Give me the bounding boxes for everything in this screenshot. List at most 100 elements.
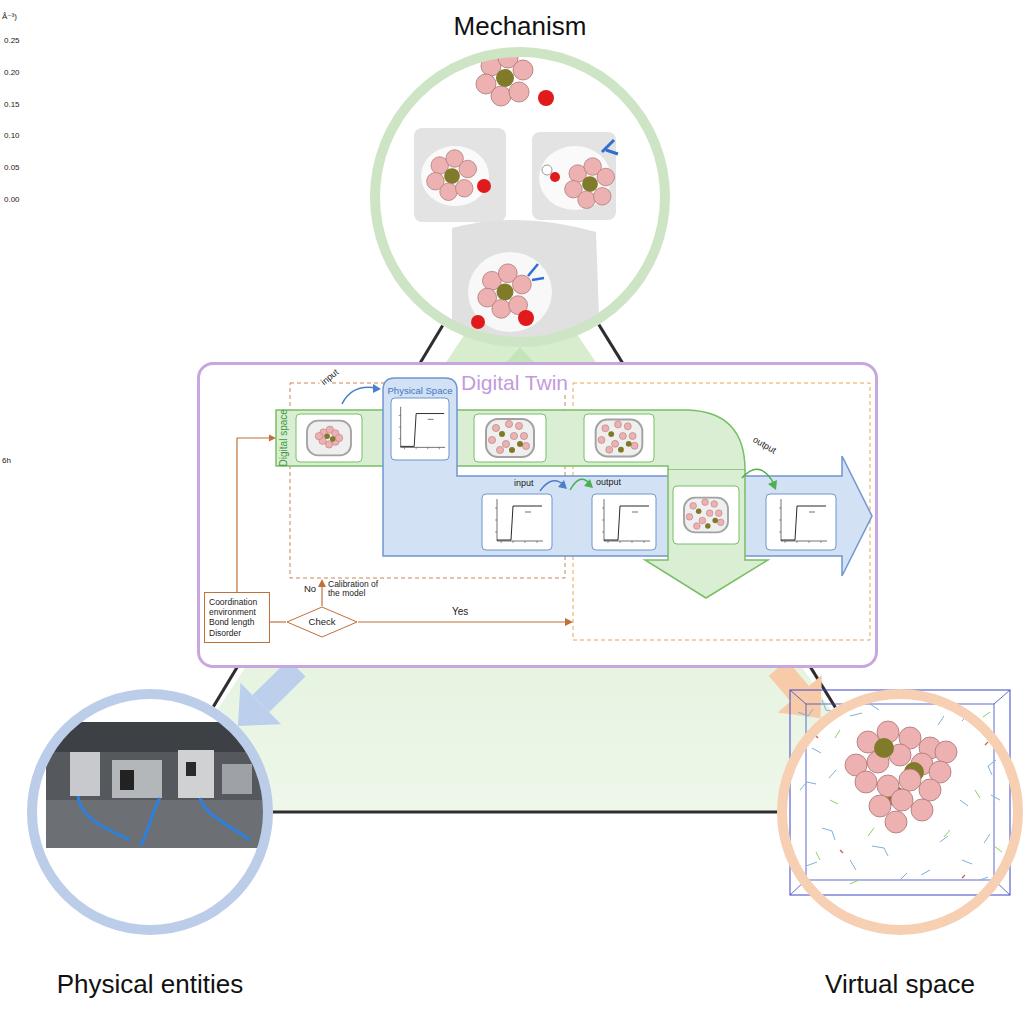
workflow-figure-part bbox=[742, 469, 774, 484]
workflow-figure-part-part bbox=[673, 486, 739, 544]
diamond-shape bbox=[287, 607, 357, 637]
simulation-box-part bbox=[815, 735, 988, 878]
mechanism-figure-part bbox=[414, 128, 506, 222]
flow-label: input bbox=[514, 478, 534, 488]
digital-space-band-text: Digital space bbox=[278, 409, 290, 466]
workflow-figure-part bbox=[596, 420, 643, 457]
criteria-box-text: Coordination environment Bond length Dis… bbox=[209, 597, 265, 638]
physical-space-band-text: Physical Space bbox=[388, 386, 453, 397]
digital-twin-panel: Digital TwinDigital space Physical SpaceC… bbox=[197, 362, 878, 668]
instrument-photo-part bbox=[120, 770, 134, 790]
workflow-figure-part bbox=[584, 479, 593, 488]
workflow-figure-part bbox=[373, 384, 381, 393]
simulation-box-part-part bbox=[874, 738, 894, 758]
link-line bbox=[273, 812, 777, 813]
workflow-figure-part bbox=[276, 410, 745, 470]
mechanism-figure-part bbox=[542, 165, 552, 175]
workflow-figure-part-part bbox=[766, 494, 836, 550]
pointer-arrow bbox=[238, 668, 297, 726]
mechanism-figure-part bbox=[528, 264, 544, 280]
workflow-figure-part bbox=[779, 499, 827, 543]
instrument-photo-part bbox=[178, 750, 214, 798]
workflow-figure-part bbox=[565, 618, 573, 626]
flow-label: output bbox=[596, 477, 621, 487]
mechanism-figure-part bbox=[427, 150, 477, 201]
colorbar-tick: 0.15 bbox=[4, 100, 20, 109]
simulation-box-part-part bbox=[885, 811, 907, 833]
instrument-photo-part bbox=[222, 764, 252, 794]
arrow-head bbox=[778, 675, 822, 718]
simulation-box-part-part bbox=[911, 799, 933, 821]
simulation-box-part bbox=[869, 769, 941, 833]
white-grounds-part bbox=[32, 694, 268, 930]
flow-line-path bbox=[270, 621, 286, 622]
digital-twin-panel-text: Digital Twin bbox=[458, 371, 571, 395]
workflow-figure-part bbox=[358, 621, 566, 622]
simulation-box-part-part bbox=[855, 771, 877, 793]
workflow-figure-part-part bbox=[391, 398, 449, 460]
simulation-box-part bbox=[845, 721, 957, 793]
instrument-photo-part bbox=[70, 752, 100, 796]
workflow-figure-part-part bbox=[296, 414, 362, 462]
circle-outline bbox=[360, 12, 680, 349]
mechanism-figure-part bbox=[421, 146, 489, 206]
mechanism-figure-part bbox=[468, 252, 552, 332]
colorbar-tick: 0.25 bbox=[4, 36, 20, 45]
instrument-photo-part bbox=[112, 760, 162, 798]
colorbar-tick: 0.00 bbox=[4, 195, 20, 204]
workflow-figure-part bbox=[602, 499, 650, 543]
mechanism-circle-text: Mechanism bbox=[454, 12, 587, 42]
simulation-box-part-part bbox=[919, 779, 941, 801]
mechanism-circle: Mechanism bbox=[360, 12, 680, 349]
physical-space-band: Physical Space bbox=[383, 380, 457, 394]
workflow-figure bbox=[276, 378, 872, 640]
simulation-box-part bbox=[808, 712, 1002, 884]
circle-outline bbox=[24, 686, 276, 1000]
flow-arrow bbox=[237, 435, 276, 593]
instrument-photo-part bbox=[186, 762, 196, 776]
arrow-head bbox=[269, 435, 276, 442]
workflow-figure-part bbox=[495, 499, 543, 543]
axis-fragment: 6h bbox=[2, 456, 11, 465]
workflow-figure-part bbox=[768, 480, 777, 490]
workflow-figure-part-part bbox=[482, 494, 552, 550]
virtual-circle: Virtual space bbox=[772, 686, 1028, 1000]
workflow-figure-part bbox=[321, 586, 322, 606]
colorbar-tick: 0.05 bbox=[4, 163, 20, 172]
simulation-box-part-part bbox=[935, 741, 957, 763]
mechanism-figure-part bbox=[538, 90, 554, 106]
mechanism-figure-part bbox=[602, 140, 618, 154]
criteria-box: Coordination environment Bond length Dis… bbox=[204, 592, 270, 643]
workflow-figure-part bbox=[486, 419, 534, 457]
workflow-figure-part bbox=[342, 387, 376, 404]
workflow-figure-part-part bbox=[584, 414, 654, 462]
workflow-figure-part-part bbox=[474, 414, 546, 462]
circle-ring bbox=[32, 694, 268, 930]
link-line-path bbox=[273, 811, 777, 814]
colorbar-tick: 0.20 bbox=[4, 68, 20, 77]
simulation-box-part bbox=[806, 704, 994, 880]
mechanism-figure-part bbox=[532, 132, 616, 220]
circle-outline bbox=[772, 686, 1028, 1000]
calibration-note: Calibration of the model bbox=[328, 580, 392, 599]
circle-ring bbox=[375, 52, 665, 342]
decision-diamond: Check bbox=[286, 606, 358, 638]
mechanism-figure-part bbox=[471, 315, 485, 329]
decision-label: No bbox=[304, 584, 316, 595]
workflow-figure-part bbox=[383, 378, 872, 576]
decision-label: Yes bbox=[452, 606, 468, 618]
workflow-figure-part bbox=[307, 421, 351, 456]
mechanism-figure-part bbox=[565, 158, 615, 209]
colorbar-unit: Å⁻³) bbox=[2, 12, 17, 21]
workflow-figure-part bbox=[391, 398, 836, 550]
mechanism-figure-part bbox=[550, 172, 560, 182]
mechanism-figure-part bbox=[477, 179, 491, 193]
mechanism-figure bbox=[414, 48, 618, 346]
instrument-photo-part bbox=[46, 722, 268, 848]
simulation-box-part-part bbox=[869, 795, 891, 817]
workflow-figure-part bbox=[399, 407, 445, 450]
white-grounds bbox=[32, 52, 1018, 930]
workflow-figure-part-part bbox=[592, 494, 656, 550]
